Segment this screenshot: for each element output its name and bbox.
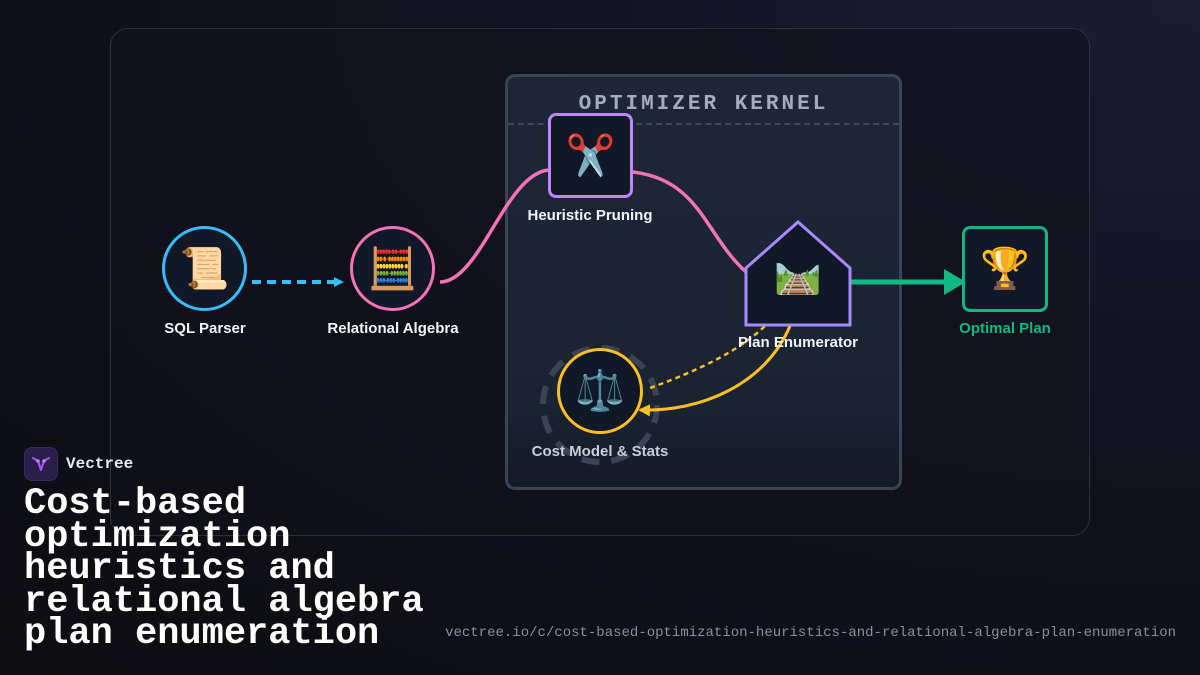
- scissors-icon: ✂️: [565, 133, 616, 178]
- cost-model-label: Cost Model & Stats: [531, 443, 669, 460]
- edge-pruning-to-enumerator: [632, 170, 748, 274]
- kernel-divider: [508, 123, 899, 125]
- brand-name: Vectree: [66, 455, 134, 473]
- edge-cost-model-feedback: [649, 325, 766, 390]
- railway-track-icon: 🛤️: [774, 254, 822, 296]
- page-title: Cost-based optimization heuristics and r…: [24, 483, 424, 655]
- page-url[interactable]: vectree.io/c/cost-based-optimization-heu…: [445, 625, 1176, 641]
- cost-model-orbit-ring: [540, 345, 660, 465]
- edge-enumerator-to-cost-model: [638, 325, 792, 417]
- plan-enumerator-label: Plan Enumerator: [737, 334, 859, 351]
- edge-enumerator-to-optimal-arrowhead: [944, 269, 966, 295]
- plan-enumerator-shape: [744, 219, 852, 327]
- optimal-plan-label: Optimal Plan: [959, 320, 1051, 337]
- scroll-icon: 📜: [179, 246, 230, 291]
- trophy-icon: 🏆: [980, 247, 1030, 291]
- plan-enumerator-node[interactable]: 🛤️: [746, 240, 850, 310]
- cost-model-node[interactable]: ⚖️: [557, 348, 643, 434]
- relational-algebra-node[interactable]: 🧮: [350, 226, 435, 311]
- relational-algebra-label: Relational Algebra: [327, 320, 459, 337]
- balance-scale-icon: ⚖️: [575, 369, 625, 413]
- brand: Vectree: [24, 447, 133, 481]
- sql-parser-node[interactable]: 📜: [162, 226, 247, 311]
- kernel-title: OPTIMIZER KERNEL: [578, 93, 829, 116]
- optimal-plan-node[interactable]: 🏆: [962, 226, 1048, 312]
- heuristic-pruning-node[interactable]: ✂️: [548, 113, 633, 198]
- abacus-icon: 🧮: [367, 246, 418, 291]
- vectree-logo-icon: [24, 447, 58, 481]
- edge-algebra-to-pruning: [439, 168, 549, 284]
- heuristic-pruning-label: Heuristic Pruning: [527, 207, 653, 224]
- sql-parser-label: SQL Parser: [164, 320, 246, 337]
